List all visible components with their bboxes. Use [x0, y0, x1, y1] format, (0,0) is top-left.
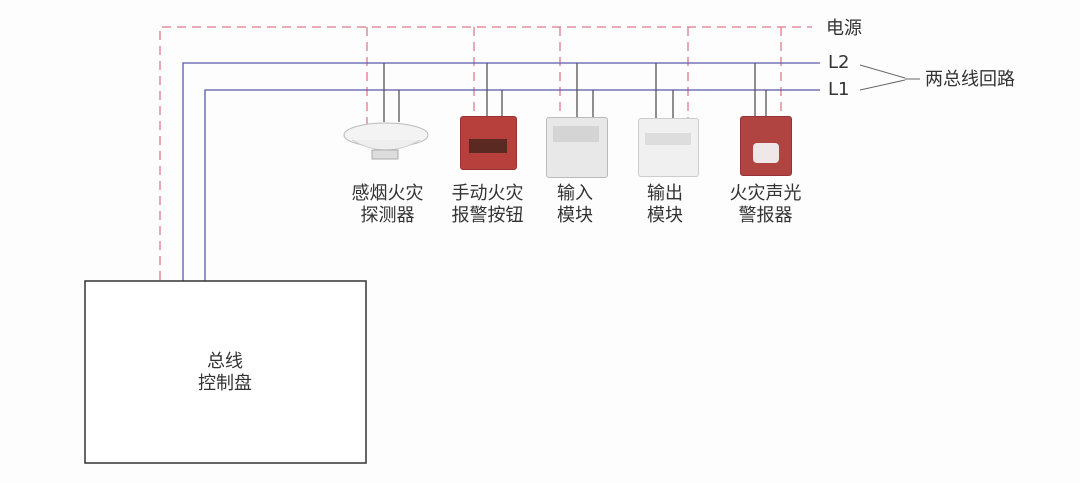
device-label-manual-button: 手动火灾 报警按钮 [440, 183, 535, 227]
device-label-line1: 火灾声光 [729, 183, 802, 204]
bus-lines [182, 62, 820, 281]
smoke-detector-icon [343, 122, 429, 160]
device-label-sound-light-alarm: 火灾声光 警报器 [718, 183, 813, 227]
bus-loop-label: 两总线回路 [925, 69, 1015, 90]
power-lines [159, 26, 812, 280]
device-drops [383, 63, 767, 122]
device-label-line2: 模块 [557, 205, 593, 226]
bus-line-l1 [204, 89, 820, 281]
device-label-line1: 输入 [557, 183, 593, 204]
panel-label-line2: 控制盘 [198, 373, 252, 394]
device-label-line2: 模块 [647, 205, 683, 226]
device-label-line1: 输出 [647, 183, 683, 204]
output-module-icon [638, 118, 699, 177]
control-panel-box [84, 280, 367, 464]
device-label-line2: 报警按钮 [451, 205, 524, 226]
device-label-output-module: 输出 模块 [630, 183, 700, 227]
device-label-line1: 手动火灾 [451, 183, 524, 204]
control-panel-label: 总线 控制盘 [170, 351, 280, 395]
l1-label: L1 [828, 79, 850, 100]
sound-light-alarm-icon [740, 116, 792, 176]
panel-label-line1: 总线 [207, 351, 243, 372]
bus-loop-bracket [859, 64, 920, 91]
l2-label: L2 [828, 52, 850, 73]
manual-alarm-button-icon [460, 116, 517, 170]
bus-line-l2 [182, 62, 820, 281]
device-label-smoke-detector: 感烟火灾 探测器 [340, 183, 435, 227]
power-label: 电源 [826, 18, 862, 39]
input-module-icon [546, 117, 608, 178]
device-label-line2: 探测器 [360, 205, 415, 226]
device-label-line1: 感烟火灾 [351, 183, 424, 204]
device-label-input-module: 输入 模块 [540, 183, 610, 227]
device-label-line2: 警报器 [738, 205, 793, 226]
